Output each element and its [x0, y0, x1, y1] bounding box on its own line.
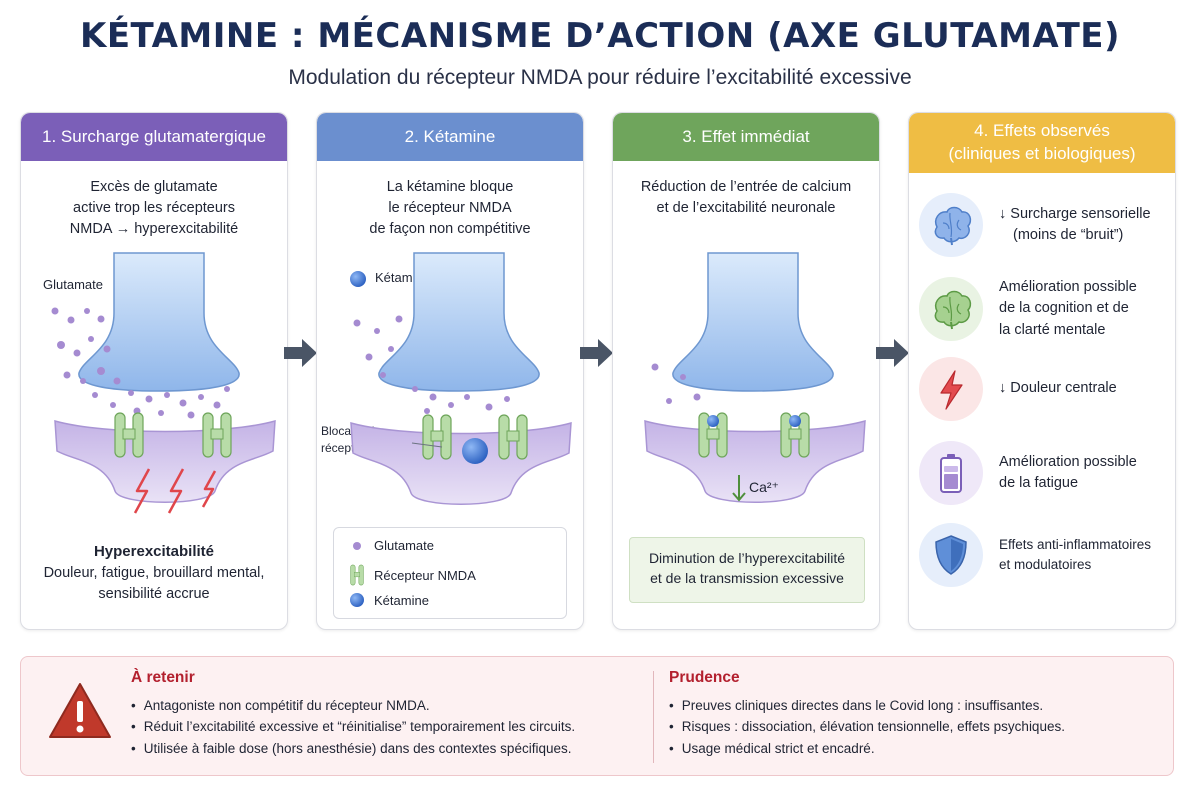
legend: Glutamate Récepteur NMDA Kétamine [333, 527, 567, 619]
down-arrow-icon [732, 475, 746, 502]
receptor-legend-icon [350, 564, 364, 586]
postsynaptic-neuron [54, 420, 276, 503]
ketamine-molecule-icon [350, 271, 366, 287]
prudence-section: Prudence Preuves cliniques directes dans… [669, 669, 1065, 759]
presynaptic-neuron [672, 252, 834, 392]
effect-item-cognition: Amélioration possible de la cognition et… [919, 273, 1169, 345]
list-item: Utilisée à faible dose (hors anesthésie)… [131, 738, 575, 759]
ketamine-dot-icon [350, 593, 364, 607]
legend-ketamine: Kétamine [348, 592, 429, 608]
flow-arrow-icon [876, 339, 909, 367]
flow-arrow-icon [284, 339, 317, 367]
lightning-icon [940, 370, 963, 410]
brain-icon [934, 290, 972, 330]
postsynaptic-neuron [350, 422, 572, 505]
effect-item-sensory: ↓ Surcharge sensorielle (moins de “bruit… [919, 189, 1169, 261]
ketamine-blocking-molecule [462, 438, 488, 464]
glutamate-particles [51, 307, 230, 419]
battery-icon [940, 454, 962, 493]
glutamate-label: Glutamate [43, 277, 103, 292]
retenir-title: À retenir [131, 669, 195, 686]
list-item: Preuves cliniques directes dans le Covid… [669, 695, 1065, 716]
retenir-list: Antagoniste non compétitif du récepteur … [131, 695, 575, 759]
synapse-illustration-ketamine [350, 252, 572, 505]
presynaptic-neuron [378, 252, 540, 392]
shield-icon [935, 535, 967, 575]
page-title: KÉTAMINE : MÉCANISME D’ACTION (AXE GLUTA… [79, 16, 1121, 56]
legend-glutamate: Glutamate [348, 538, 434, 553]
list-item: Antagoniste non compétitif du récepteur … [131, 695, 575, 716]
effect-item-fatigue: Amélioration possible de la fatigue [919, 437, 1169, 509]
effect-summary: Diminution de l’hyperexcitabilité et de … [629, 537, 865, 603]
flow-arrow-icon [580, 339, 613, 367]
divider [653, 671, 654, 763]
retenir-section: À retenir Antagoniste non compétitif du … [131, 669, 575, 759]
list-item: Risques : dissociation, élévation tensio… [669, 716, 1065, 737]
lightning-icon [133, 468, 217, 514]
panel-2-title: 2. Kétamine [317, 113, 583, 161]
legend-receptor: Récepteur NMDA [348, 564, 476, 586]
list-item: Réduit l’excitabilité excessive et “réin… [131, 716, 575, 737]
key-points-box: À retenir Antagoniste non compétitif du … [20, 656, 1174, 776]
panel-immediate-effect: 3. Effet immédiat Réduction de l’entrée … [612, 112, 880, 630]
page-subtitle: Modulation du récepteur NMDA pour réduir… [288, 66, 912, 89]
ketamine-molecule-icon [789, 415, 801, 427]
synapse-illustration-effect [644, 252, 866, 503]
effect-item-inflammation: Effets anti-inflammatoires et modulatoir… [919, 519, 1169, 591]
panel-1-description: Excès de glutamate active trop les récep… [69, 179, 239, 238]
glutamate-particles [353, 315, 510, 414]
glutamate-dot-icon [353, 541, 361, 550]
panel-ketamine: 2. Kétamine La kétamine bloque le récept… [316, 112, 584, 630]
panel-1-outcome-title: Hyperexcitabilité [93, 543, 215, 560]
panel-1-title: 1. Surcharge glutamatergique [21, 113, 287, 161]
panel-observed-effects: 4. Effets observés (cliniques et biologi… [908, 112, 1176, 630]
list-item: Usage médical strict et encadré. [669, 738, 1065, 759]
panel-1-outcome-text: Douleur, fatigue, brouillard mental, sen… [43, 565, 265, 603]
prudence-title: Prudence [669, 669, 740, 686]
panel-4-title: 4. Effets observés (cliniques et biologi… [909, 113, 1175, 173]
ketamine-molecule-icon [707, 415, 719, 427]
panel-3-title: 3. Effet immédiat [613, 113, 879, 161]
calcium-label: Ca²⁺ [749, 479, 779, 495]
synapse-illustration-overload [51, 252, 276, 514]
brain-icon [934, 206, 972, 246]
effect-item-pain: ↓ Douleur centrale [919, 353, 1169, 425]
prudence-list: Preuves cliniques directes dans le Covid… [669, 695, 1065, 759]
warning-icon [49, 683, 111, 738]
panel-3-description: Réduction de l’entrée de calcium et de l… [640, 179, 852, 217]
panel-glutamate-overload: 1. Surcharge glutamatergique Excès de gl… [20, 112, 288, 630]
glutamate-particles [651, 363, 701, 404]
panel-2-description: La kétamine bloque le récepteur NMDA de … [369, 179, 531, 238]
